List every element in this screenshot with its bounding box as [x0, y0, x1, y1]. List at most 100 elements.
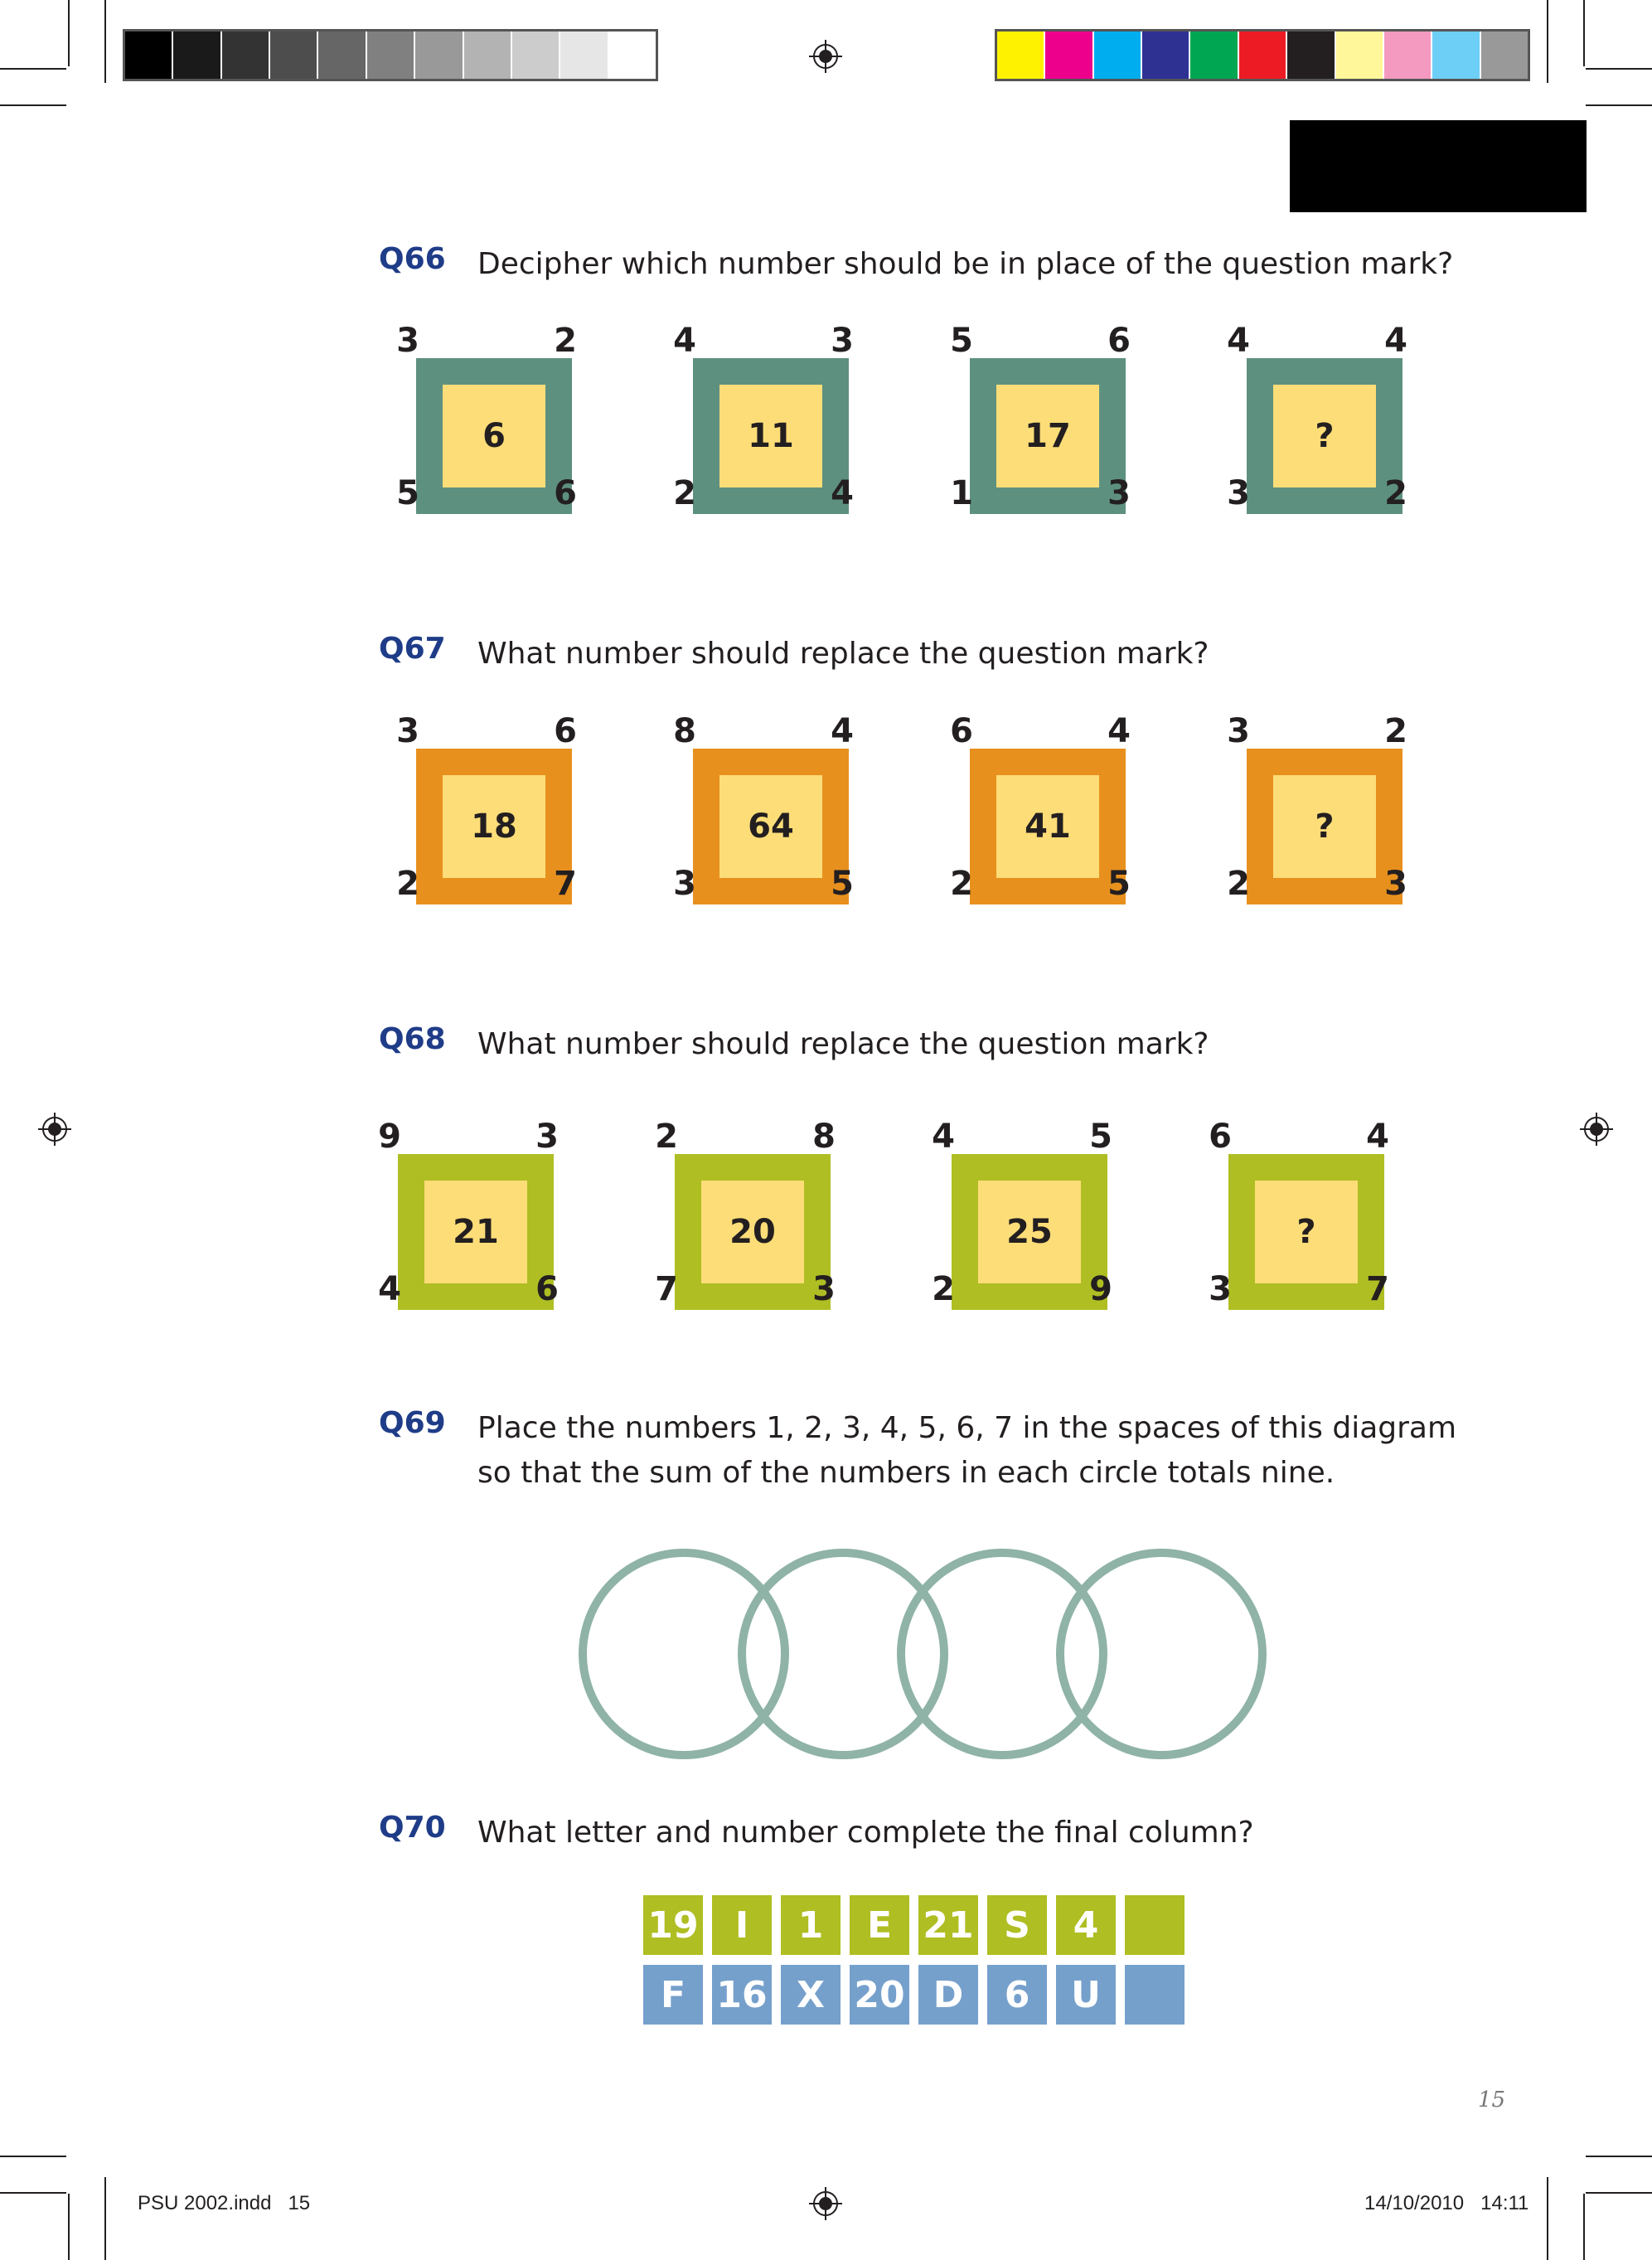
ring-circle-3[interactable] [897, 1549, 1107, 1759]
crop-mark [1547, 2177, 1548, 2260]
overlapping-rings-diagram [579, 1549, 1267, 1759]
corner-number: 5 [1089, 1118, 1112, 1156]
color-swatch [463, 32, 512, 79]
question-text: Decipher which number should be in place… [477, 247, 1454, 281]
grid-cell: 4 [1056, 1895, 1116, 1955]
crop-mark [1547, 0, 1548, 83]
color-swatch [1287, 32, 1336, 79]
corner-number: 2 [673, 474, 696, 512]
center-value: 41 [996, 775, 1099, 878]
center-value: 21 [424, 1181, 527, 1283]
square-frame: 20 [675, 1154, 831, 1310]
center-value: ? [1273, 775, 1376, 878]
corner-number: 2 [396, 865, 419, 903]
color-swatch [608, 32, 656, 79]
question-label: Q70 [379, 1811, 446, 1845]
section-tab-block [1290, 120, 1587, 212]
corner-number: 6 [950, 712, 973, 750]
square-frame: 25 [952, 1154, 1107, 1310]
corner-number: 5 [1107, 865, 1131, 903]
grayscale-bar [123, 29, 658, 81]
center-value: ? [1255, 1181, 1358, 1283]
color-swatch [1383, 32, 1433, 79]
center-value: 6 [443, 385, 545, 487]
grid-cell: F [643, 1965, 703, 2025]
crop-mark [1583, 2194, 1585, 2260]
square-frame: 64 [693, 749, 849, 904]
corner-number: 8 [812, 1118, 836, 1156]
blank-answer-cell[interactable] [1125, 1895, 1184, 1955]
crop-mark [1586, 104, 1652, 106]
crop-mark [68, 0, 70, 66]
corner-number: 4 [1227, 322, 1250, 360]
corner-number: 6 [554, 474, 577, 512]
corner-number: 2 [1227, 865, 1250, 903]
color-swatch [318, 32, 367, 79]
grid-cell: U [1056, 1965, 1116, 2025]
corner-number: 4 [673, 322, 696, 360]
corner-number: 6 [1107, 322, 1131, 360]
crop-mark [1583, 0, 1585, 66]
center-value: 17 [996, 385, 1099, 487]
square-frame: ? [1247, 358, 1403, 514]
question-text: What number should replace the question … [477, 1027, 1209, 1061]
square-frame: ? [1247, 749, 1403, 904]
question-label: Q66 [379, 242, 446, 276]
color-swatch [366, 32, 416, 79]
blank-answer-cell[interactable] [1125, 1965, 1184, 2025]
question-label: Q68 [379, 1022, 446, 1056]
corner-number: 3 [673, 865, 696, 903]
registration-mark-icon [809, 2187, 842, 2220]
corner-number: 6 [535, 1270, 559, 1308]
color-swatch [560, 32, 609, 79]
ring-circle-2[interactable] [738, 1549, 948, 1759]
ring-circle-1[interactable] [579, 1549, 789, 1759]
grid-cell: 19 [643, 1895, 703, 1955]
corner-number: 3 [812, 1270, 836, 1308]
color-swatch [173, 32, 222, 79]
color-swatch [1432, 32, 1481, 79]
grid-cell: S [987, 1895, 1047, 1955]
grid-cell: D [918, 1965, 978, 2025]
corner-number: 4 [831, 712, 854, 750]
corner-number: 6 [554, 712, 577, 750]
corner-number: 3 [535, 1118, 559, 1156]
square-frame: ? [1228, 1154, 1384, 1310]
footer-datetime: 14/10/2010 14:11 [1364, 2192, 1529, 2214]
color-swatch [125, 32, 174, 79]
crop-mark [0, 104, 66, 106]
color-swatch [997, 32, 1046, 79]
corner-number: 4 [378, 1270, 401, 1308]
ring-circle-4[interactable] [1056, 1549, 1267, 1759]
question-label: Q69 [379, 1406, 446, 1440]
center-value: 25 [978, 1181, 1081, 1283]
corner-number: 3 [1227, 712, 1250, 750]
square-frame: 17 [970, 358, 1126, 514]
square-frame: 11 [693, 358, 849, 514]
color-swatch [221, 32, 271, 79]
center-value: ? [1273, 385, 1376, 487]
crop-mark [104, 2177, 106, 2260]
question-text-line1: Place the numbers 1, 2, 3, 4, 5, 6, 7 in… [477, 1411, 1457, 1445]
corner-number: 2 [932, 1270, 955, 1308]
corner-number: 5 [396, 474, 419, 512]
crop-mark [1586, 2192, 1652, 2194]
corner-number: 7 [1366, 1270, 1389, 1308]
corner-number: 5 [831, 865, 854, 903]
corner-number: 3 [831, 322, 854, 360]
corner-number: 3 [1107, 474, 1131, 512]
grid-cell: X [781, 1965, 841, 2025]
corner-number: 7 [655, 1270, 678, 1308]
corner-number: 2 [950, 865, 973, 903]
grid-cell: 21 [918, 1895, 978, 1955]
center-value: 11 [719, 385, 822, 487]
corner-number: 7 [554, 865, 577, 903]
